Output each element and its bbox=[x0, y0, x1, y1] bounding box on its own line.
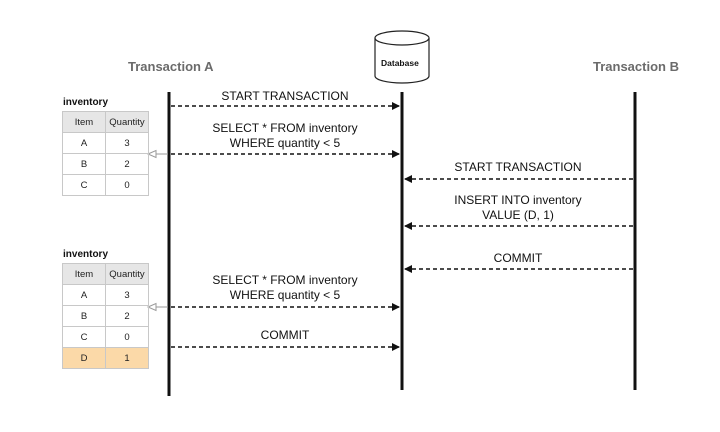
table-row: B 2 bbox=[62, 305, 149, 327]
table-cell: 3 bbox=[105, 132, 149, 154]
message-label-line: WHERE quantity < 5 bbox=[229, 288, 341, 302]
message-label-line: SELECT * FROM inventory bbox=[212, 273, 358, 287]
message-label-line: START TRANSACTION bbox=[221, 89, 349, 103]
table-cell: 2 bbox=[105, 153, 149, 175]
message-label-line: START TRANSACTION bbox=[454, 160, 582, 174]
table-cell: D bbox=[62, 347, 106, 369]
column-header: Quantity bbox=[105, 111, 149, 133]
actor-title-database: Database bbox=[381, 58, 419, 68]
column-header: Item bbox=[62, 111, 106, 133]
message-label-line: SELECT * FROM inventory bbox=[212, 121, 358, 135]
table-cell: C bbox=[62, 174, 106, 196]
database-icon bbox=[374, 30, 430, 84]
message-label-line: WHERE quantity < 5 bbox=[229, 136, 341, 150]
table-row: A 3 bbox=[62, 284, 149, 306]
table-row-highlighted: D 1 bbox=[62, 347, 149, 369]
result-connector-1 bbox=[146, 149, 168, 159]
message-label-3: START TRANSACTION bbox=[418, 160, 618, 175]
table-row: C 0 bbox=[62, 174, 149, 196]
message-label-6: SELECT * FROM inventory WHERE quantity <… bbox=[185, 273, 385, 303]
table-header-row: Item Quantity bbox=[62, 111, 149, 133]
message-label-line: VALUE (D, 1) bbox=[482, 208, 554, 222]
table-title: inventory bbox=[63, 97, 109, 108]
table-row: A 3 bbox=[62, 132, 149, 154]
actor-title-transaction-b: Transaction B bbox=[593, 59, 679, 74]
message-label-5: COMMIT bbox=[418, 251, 618, 266]
column-header: Item bbox=[62, 263, 106, 285]
table-title: inventory bbox=[63, 249, 109, 260]
table-cell: 3 bbox=[105, 284, 149, 306]
table-cell: 1 bbox=[105, 347, 149, 369]
inventory-table: Item Quantity A 3 B 2 C 0 D 1 bbox=[62, 263, 149, 369]
table-row: B 2 bbox=[62, 153, 149, 175]
message-label-line: COMMIT bbox=[493, 251, 543, 265]
table-header-row: Item Quantity bbox=[62, 263, 149, 285]
message-label-4: INSERT INTO inventory VALUE (D, 1) bbox=[418, 193, 618, 223]
table-cell: 0 bbox=[105, 326, 149, 348]
message-label-line: INSERT INTO inventory bbox=[454, 193, 582, 207]
message-label-line: COMMIT bbox=[260, 328, 310, 342]
message-label-2: SELECT * FROM inventory WHERE quantity <… bbox=[185, 121, 385, 151]
message-label-7: COMMIT bbox=[185, 328, 385, 343]
result-connector-2 bbox=[146, 302, 168, 312]
table-cell: B bbox=[62, 153, 106, 175]
table-row: C 0 bbox=[62, 326, 149, 348]
message-label-1: START TRANSACTION bbox=[185, 89, 385, 104]
table-cell: 0 bbox=[105, 174, 149, 196]
inventory-table: Item Quantity A 3 B 2 C 0 bbox=[62, 111, 149, 196]
column-header: Quantity bbox=[105, 263, 149, 285]
actor-title-transaction-a: Transaction A bbox=[128, 59, 214, 74]
table-cell: C bbox=[62, 326, 106, 348]
table-cell: A bbox=[62, 132, 106, 154]
table-cell: B bbox=[62, 305, 106, 327]
table-cell: 2 bbox=[105, 305, 149, 327]
table-cell: A bbox=[62, 284, 106, 306]
